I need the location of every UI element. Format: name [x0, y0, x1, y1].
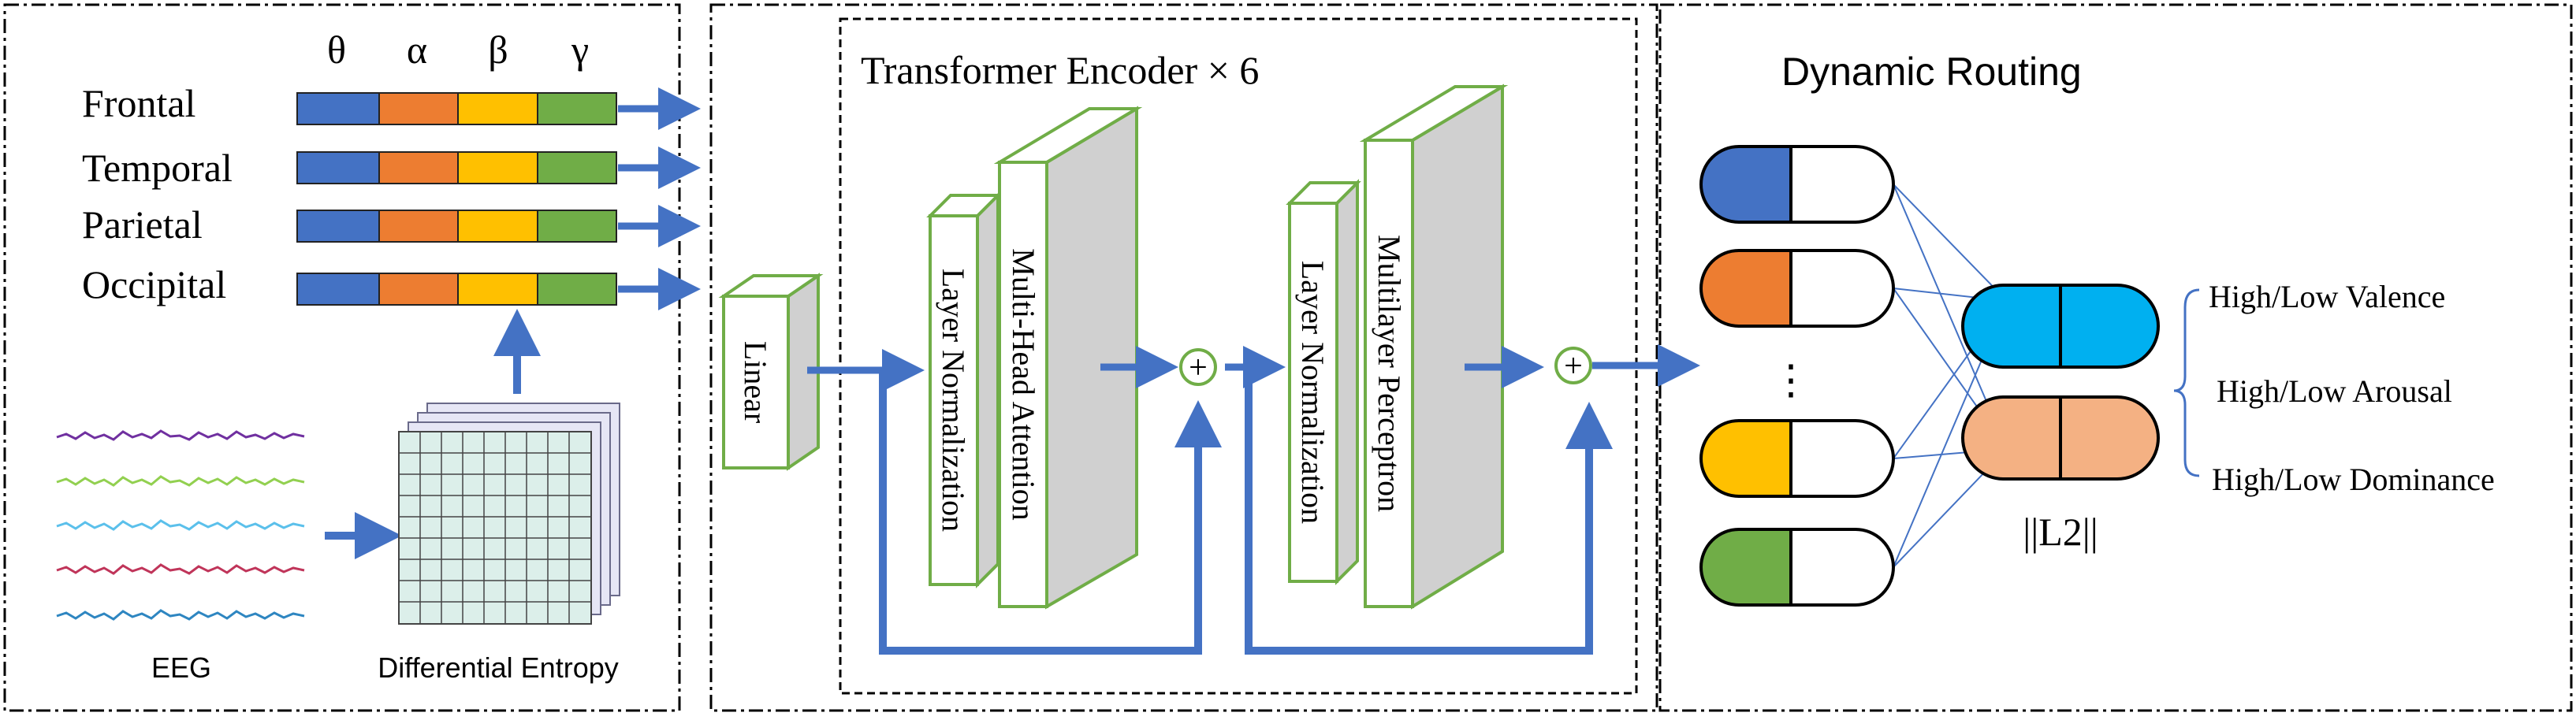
output-capsule-2	[1961, 395, 2160, 481]
region-label-frontal: Frontal	[82, 81, 195, 125]
output-label-valence: High/Low Valence	[2209, 279, 2445, 314]
capsule-ellipsis: ⋮	[1770, 358, 1811, 403]
output-labels: High/Low Valence High/Low Arousal High/L…	[2209, 279, 2495, 497]
layer-norm-label-1: Layer Normalization	[936, 269, 971, 532]
output-brace	[2173, 288, 2200, 477]
bar-output-arrows	[618, 87, 701, 310]
region-label-parietal: Parietal	[82, 202, 203, 247]
region-label-occipital: Occipital	[82, 262, 226, 306]
svg-text:+: +	[1189, 350, 1208, 386]
eeg-signals	[56, 429, 305, 621]
eeg-wave-2	[56, 475, 305, 487]
band-label-beta: β	[488, 28, 508, 72]
feature-bar-occipital	[296, 273, 617, 306]
mlp-block: Multilayer Perceptron	[1359, 84, 1509, 610]
band-label-theta: θ	[327, 28, 346, 72]
de-grid	[398, 431, 592, 625]
mha-label: Multi-Head Attention	[1006, 248, 1041, 521]
feature-bars	[296, 92, 617, 306]
l2-norm-label: ||L2||	[2023, 510, 2098, 554]
encoder-repeat-box	[839, 17, 1638, 695]
eeg-label: EEG	[151, 651, 211, 684]
de-label: Differential Entropy	[378, 651, 619, 684]
eeg-wave-1	[56, 429, 305, 441]
layer-norm-block-2: Layer Normalization	[1286, 179, 1361, 585]
feature-extraction-panel	[3, 3, 681, 712]
band-label-alpha: α	[407, 28, 427, 72]
region-label-temporal: Temporal	[82, 146, 233, 190]
eeg-wave-5	[56, 609, 305, 621]
linear-block: Linear	[718, 273, 824, 471]
region-labels: Frontal Temporal Parietal Occipital	[82, 81, 233, 306]
input-capsule-1	[1699, 145, 1895, 224]
input-capsule-2	[1699, 249, 1895, 328]
feature-bar-frontal	[296, 92, 617, 125]
output-label-dominance: High/Low Dominance	[2212, 462, 2495, 497]
routing-title: Dynamic Routing	[1781, 50, 2082, 94]
band-labels: θ α β γ	[327, 28, 589, 72]
add-node-1: +	[1179, 348, 1217, 386]
output-capsules	[1961, 284, 2160, 481]
routing-connections	[1893, 184, 2008, 568]
output-capsule-1	[1961, 284, 2160, 369]
encoder-panel	[709, 3, 1658, 712]
input-capsule-4	[1699, 528, 1895, 607]
layer-norm-block-1: Layer Normalization	[926, 191, 1002, 588]
svg-text:+: +	[1564, 348, 1583, 384]
residual-connections	[879, 367, 1613, 655]
mlp-label: Multilayer Perceptron	[1372, 235, 1407, 512]
feature-bar-parietal	[296, 210, 617, 243]
encoder-title: Transformer Encoder × 6	[861, 48, 1259, 92]
de-grid-stack	[398, 403, 620, 625]
output-label-arousal: High/Low Arousal	[2217, 373, 2452, 409]
input-capsule-3	[1699, 419, 1895, 498]
multi-head-attention-block: Multi-Head Attention	[993, 106, 1143, 610]
feature-bar-temporal	[296, 151, 617, 184]
layer-norm-label-2: Layer Normalization	[1295, 261, 1331, 524]
linear-label: Linear	[738, 341, 773, 423]
add-node-2: +	[1554, 347, 1592, 384]
input-capsules	[1699, 145, 1895, 607]
eeg-wave-3	[56, 519, 305, 531]
eeg-wave-4	[56, 563, 305, 575]
band-label-gamma: γ	[571, 28, 589, 72]
